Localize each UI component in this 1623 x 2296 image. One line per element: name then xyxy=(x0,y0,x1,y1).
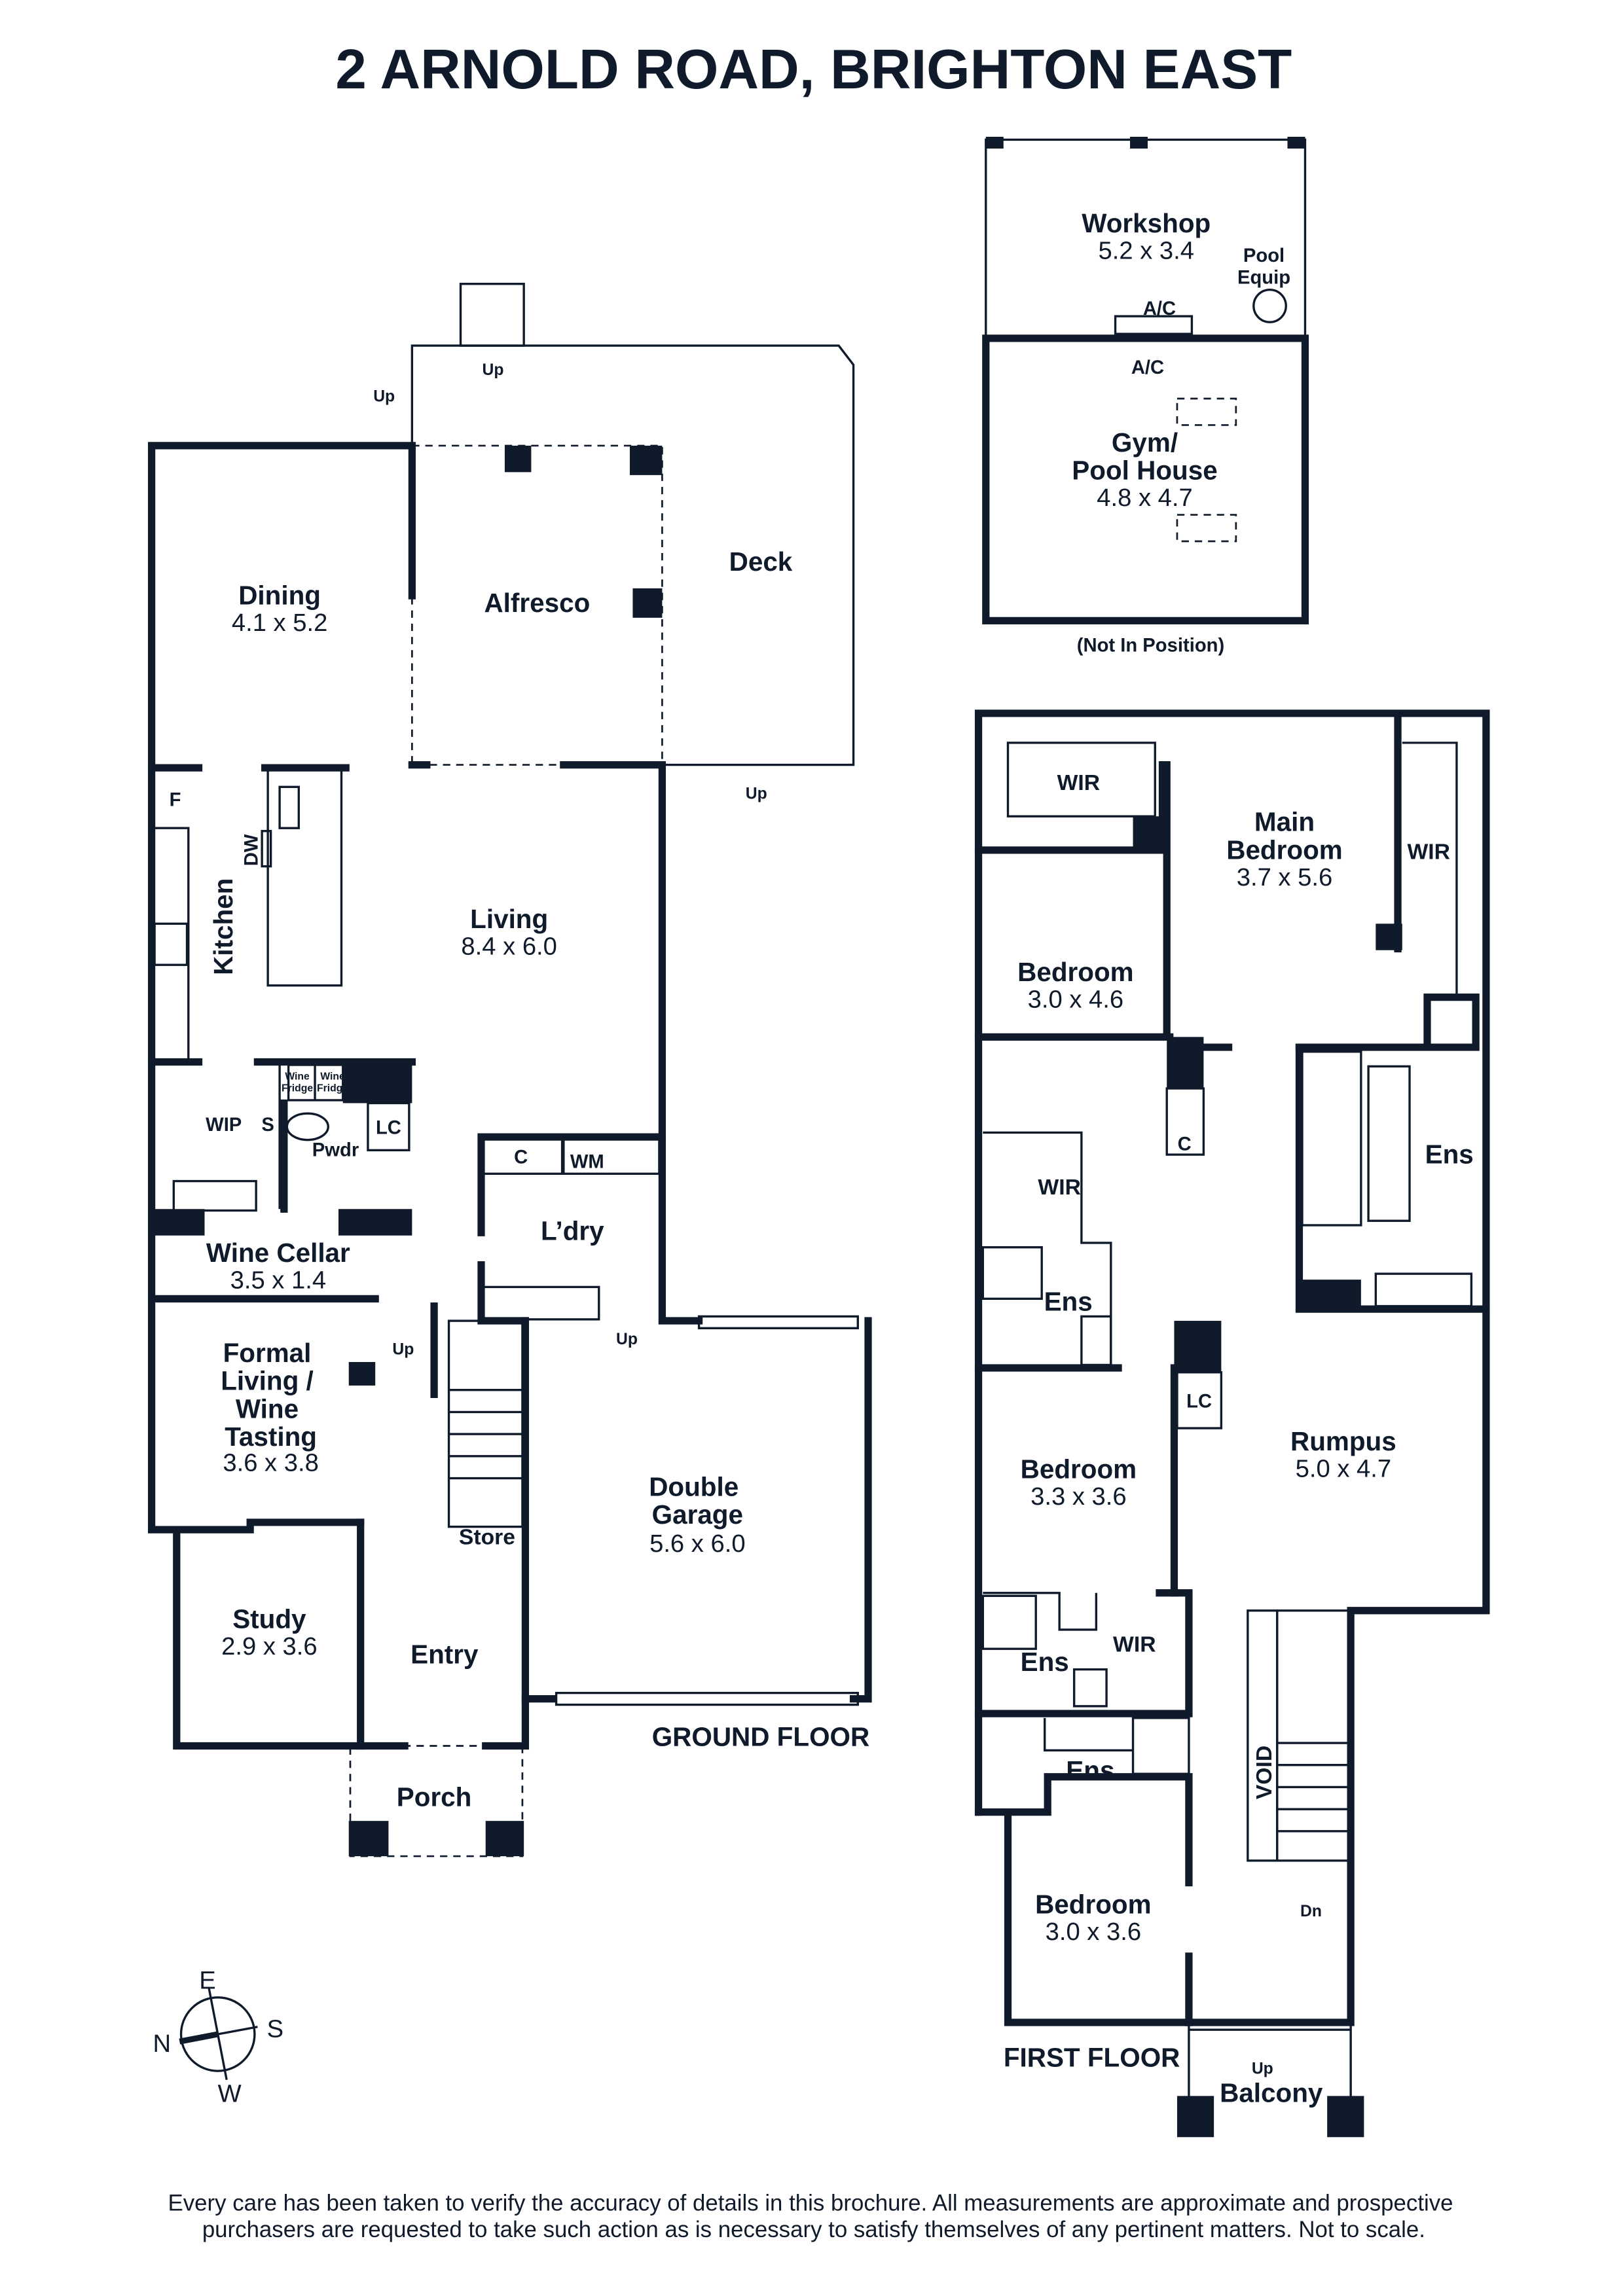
room-dining: Dining xyxy=(238,581,321,611)
room-wine-cellar-dims: 3.5 x 1.4 xyxy=(230,1266,327,1295)
room-formal-living: Formal Living / Wine Tasting xyxy=(221,1338,321,1452)
room-gym: Gym/Pool House xyxy=(1072,427,1217,486)
up-arrow-5: Up xyxy=(392,1341,414,1359)
not-in-position-note: (Not In Position) xyxy=(1077,636,1224,656)
room-s: S xyxy=(261,1115,274,1136)
room-garage: Double Garage xyxy=(649,1471,746,1530)
compass-n: N xyxy=(153,2030,172,2058)
ground-floor xyxy=(147,283,872,1857)
room-wine-cellar: Wine Cellar xyxy=(206,1238,350,1268)
room-study-dims: 2.9 x 3.6 xyxy=(221,1632,318,1660)
room-entry: Entry xyxy=(410,1640,479,1670)
room-bedroom-3: Bedroom xyxy=(1035,1890,1151,1920)
ac-unit-1: A/C xyxy=(1143,298,1176,319)
room-formal-living-dims: 3.6 x 3.8 xyxy=(223,1448,319,1477)
room-living: Living xyxy=(470,904,548,934)
room-alfresco: Alfresco xyxy=(484,588,590,618)
page-title: 2 ARNOLD ROAD, BRIGHTON EAST xyxy=(335,39,1292,101)
room-rumpus: Rumpus xyxy=(1290,1426,1396,1456)
ground-floor-label: GROUND FLOOR xyxy=(652,1722,869,1752)
ac-unit-2: A/C xyxy=(1131,357,1164,378)
fixture-f: F xyxy=(170,790,181,811)
room-dining-dims: 4.1 x 5.2 xyxy=(232,609,327,637)
room-workshop-dims: 5.2 x 3.4 xyxy=(1099,237,1195,265)
room-store: Store xyxy=(459,1525,515,1550)
room-wir-bedroom-2: WIR xyxy=(1113,1632,1156,1657)
room-garage-dims: 5.6 x 6.0 xyxy=(649,1530,746,1558)
room-pwdr: Pwdr xyxy=(312,1139,359,1160)
up-arrow-3: Up xyxy=(746,785,767,802)
room-study: Study xyxy=(232,1604,306,1634)
room-workshop: Workshop xyxy=(1082,208,1211,238)
room-lc-first: LC xyxy=(1186,1391,1212,1412)
room-wir-main-1: WIR xyxy=(1057,770,1100,795)
room-living-dims: 8.4 x 6.0 xyxy=(461,932,557,960)
room-ens-bedroom-1: Ens xyxy=(1044,1286,1093,1316)
room-wir-main-2: WIR xyxy=(1407,839,1450,864)
compass-icon: E S W N xyxy=(153,1966,284,2108)
room-bedroom-2: Bedroom xyxy=(1021,1454,1137,1484)
void-label: VOID xyxy=(1252,1746,1277,1799)
room-gym-dims: 4.8 x 4.7 xyxy=(1097,484,1193,512)
room-ens-bedroom-3: Ens xyxy=(1066,1755,1114,1785)
fixture-dw: DW xyxy=(241,834,262,866)
room-porch: Porch xyxy=(397,1782,472,1812)
room-bedroom-1-dims: 3.0 x 4.6 xyxy=(1028,985,1124,1013)
room-bedroom-1: Bedroom xyxy=(1017,957,1134,987)
room-lc: LC xyxy=(376,1118,401,1139)
cupboard-c-first: C xyxy=(1178,1134,1192,1155)
up-arrow-4: Up xyxy=(616,1331,638,1348)
room-bedroom-2-dims: 3.3 x 3.6 xyxy=(1030,1482,1127,1511)
disclaimer: Every care has been taken to verify the … xyxy=(168,2191,1460,2242)
room-balcony: Balcony xyxy=(1220,2077,1323,2108)
up-arrow-2: Up xyxy=(373,388,395,406)
up-arrow-1: Up xyxy=(482,361,503,379)
room-rumpus-dims: 5.0 x 4.7 xyxy=(1296,1454,1392,1482)
down-arrow: Dn xyxy=(1300,1903,1322,1920)
up-arrow-balcony: Up xyxy=(1252,2060,1273,2078)
room-deck: Deck xyxy=(729,547,793,577)
room-laundry: L’dry xyxy=(541,1215,604,1246)
room-ens-main: Ens xyxy=(1425,1139,1474,1170)
washing-machine: WM xyxy=(570,1151,604,1172)
first-floor-label: FIRST FLOOR xyxy=(1004,2042,1180,2072)
first-floor xyxy=(974,709,1490,2138)
room-kitchen: Kitchen xyxy=(208,878,238,975)
room-ens-bedroom-2: Ens xyxy=(1021,1647,1069,1677)
room-wip: WIP xyxy=(206,1115,242,1136)
room-wir-bedroom-1: WIR xyxy=(1038,1175,1080,1200)
room-main-bedroom-dims: 3.7 x 5.6 xyxy=(1237,863,1333,891)
room-bedroom-3-dims: 3.0 x 3.6 xyxy=(1046,1918,1142,1946)
compass-s: S xyxy=(267,2015,283,2043)
ground-floor-labels: Dining 4.1 x 5.2 Alfresco Deck Kitchen F… xyxy=(170,361,870,1812)
compass-e: E xyxy=(199,1966,215,1994)
cupboard-c: C xyxy=(514,1147,528,1168)
compass-w: W xyxy=(218,2079,242,2108)
